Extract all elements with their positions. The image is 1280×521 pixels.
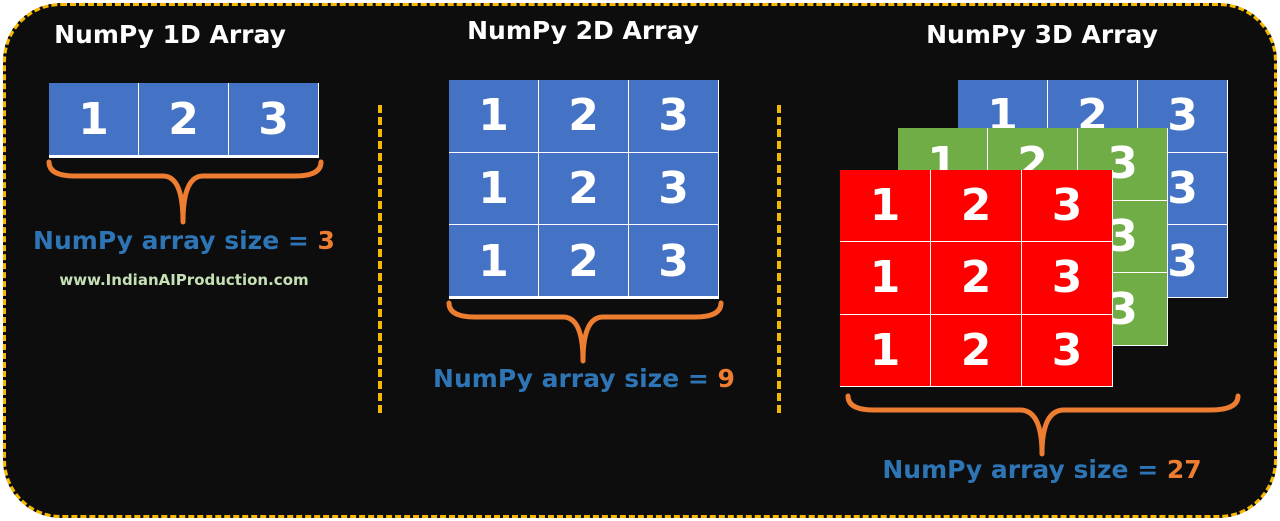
caption-1d-size: NumPy array size = 3 <box>33 226 335 255</box>
array-2d-baseline <box>449 296 719 299</box>
caption-3d-prefix: NumPy array size = <box>882 455 1167 484</box>
array-cell: 1 <box>840 242 931 315</box>
array-cell: 2 <box>931 314 1022 387</box>
array-cell: 3 <box>629 225 719 298</box>
array-cell: 3 <box>1022 242 1113 315</box>
array-cell: 3 <box>629 80 719 153</box>
array-cell: 1 <box>449 225 539 298</box>
divider-right <box>777 105 781 413</box>
caption-1d-prefix: NumPy array size = <box>33 226 318 255</box>
array-cell: 1 <box>49 83 139 157</box>
array-cell: 3 <box>229 83 319 157</box>
array-cell: 2 <box>539 152 629 226</box>
array-cell: 3 <box>629 152 719 226</box>
caption-2d-prefix: NumPy array size = <box>433 364 718 393</box>
title-3d-array: NumPy 3D Array <box>926 20 1158 49</box>
title-2d-array: NumPy 2D Array <box>467 16 699 45</box>
array-cell: 2 <box>931 170 1022 243</box>
array-cell: 1 <box>840 314 931 387</box>
array-cell: 2 <box>539 80 629 153</box>
array-cell: 1 <box>840 170 931 243</box>
caption-2d-size: NumPy array size = 9 <box>433 364 735 393</box>
website-label: www.IndianAIProduction.com <box>59 271 309 289</box>
caption-2d-value: 9 <box>717 364 735 393</box>
brace-2d <box>446 300 724 364</box>
array-cell: 1 <box>449 80 539 153</box>
caption-3d-size: NumPy array size = 27 <box>882 455 1201 484</box>
array-cell: 2 <box>139 83 229 157</box>
brace-3d <box>845 393 1241 457</box>
divider-left <box>378 105 382 413</box>
array-cell: 2 <box>539 225 629 298</box>
title-1d-array: NumPy 1D Array <box>54 20 286 49</box>
array-cell: 1 <box>449 152 539 226</box>
array-1d-baseline <box>49 155 319 158</box>
array-cell: 3 <box>1022 314 1113 387</box>
array-cell: 2 <box>931 242 1022 315</box>
caption-3d-value: 27 <box>1166 455 1202 484</box>
array-cell: 3 <box>1138 80 1228 153</box>
caption-1d-value: 3 <box>317 226 335 255</box>
brace-1d <box>46 159 324 225</box>
array-cell: 3 <box>1022 170 1113 243</box>
